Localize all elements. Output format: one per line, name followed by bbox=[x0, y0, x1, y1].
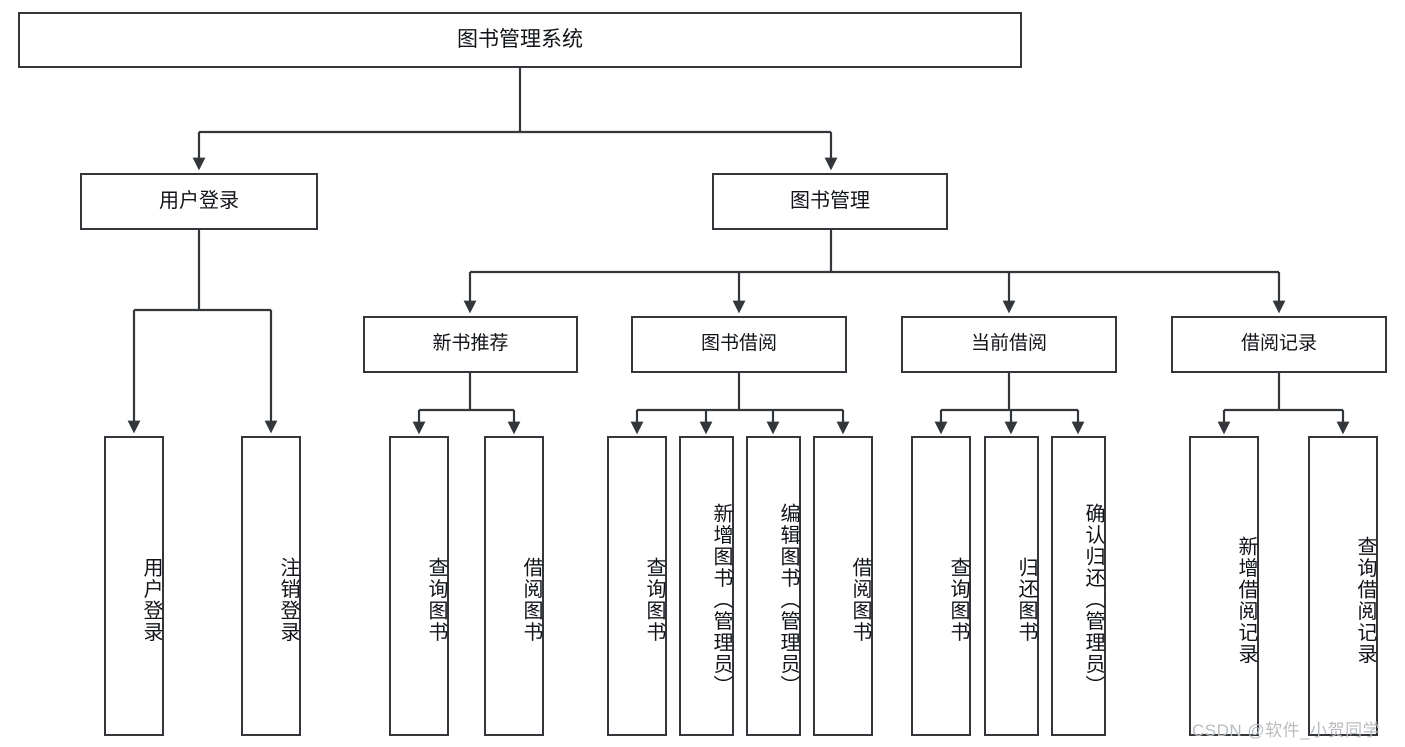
leaf-edit-book-admin[interactable]: 编辑图书（管理员） bbox=[746, 436, 801, 736]
leaf-edit-book-admin-label: 编辑图书（管理员） bbox=[777, 503, 799, 697]
leaf-user-login-label: 用户登录 bbox=[140, 557, 162, 643]
leaf-borrow-book-label: 借阅图书 bbox=[849, 557, 871, 643]
node-new-book-recommend-label: 新书推荐 bbox=[432, 333, 509, 355]
node-current-borrow-label: 当前借阅 bbox=[970, 333, 1047, 355]
leaf-query-book-borrow[interactable]: 查询图书 bbox=[607, 436, 667, 736]
leaf-query-book-newbook-label: 查询图书 bbox=[425, 557, 447, 643]
node-borrow-records-label: 借阅记录 bbox=[1240, 333, 1317, 355]
node-book-borrow[interactable]: 图书借阅 bbox=[631, 316, 847, 373]
leaf-user-login[interactable]: 用户登录 bbox=[104, 436, 164, 736]
node-user-login-label: 用户登录 bbox=[159, 189, 239, 212]
leaf-confirm-return-admin-label: 确认归还（管理员） bbox=[1082, 503, 1104, 697]
leaf-add-book-admin-label: 新增图书（管理员） bbox=[710, 503, 732, 697]
leaf-query-book-current-label: 查询图书 bbox=[947, 557, 969, 643]
leaf-return-book[interactable]: 归还图书 bbox=[984, 436, 1039, 736]
leaf-borrow-book[interactable]: 借阅图书 bbox=[813, 436, 873, 736]
node-book-borrow-label: 图书借阅 bbox=[700, 333, 777, 355]
node-new-book-recommend[interactable]: 新书推荐 bbox=[363, 316, 578, 373]
node-root-label: 图书管理系统 bbox=[457, 27, 583, 51]
leaf-borrow-book-newbook-label: 借阅图书 bbox=[520, 557, 542, 643]
leaf-logout[interactable]: 注销登录 bbox=[241, 436, 301, 736]
leaf-query-book-current[interactable]: 查询图书 bbox=[911, 436, 971, 736]
node-root[interactable]: 图书管理系统 bbox=[18, 12, 1022, 68]
leaf-logout-label: 注销登录 bbox=[277, 557, 299, 643]
node-book-management-label: 图书管理 bbox=[790, 189, 870, 212]
leaf-query-borrow-record[interactable]: 查询借阅记录 bbox=[1308, 436, 1378, 736]
leaf-borrow-book-newbook[interactable]: 借阅图书 bbox=[484, 436, 544, 736]
node-user-login[interactable]: 用户登录 bbox=[80, 173, 318, 230]
leaf-return-book-label: 归还图书 bbox=[1015, 557, 1037, 643]
leaf-query-borrow-record-label: 查询借阅记录 bbox=[1354, 535, 1376, 665]
node-borrow-records[interactable]: 借阅记录 bbox=[1171, 316, 1387, 373]
leaf-query-book-borrow-label: 查询图书 bbox=[643, 557, 665, 643]
leaf-add-borrow-record-label: 新增借阅记录 bbox=[1235, 535, 1257, 665]
leaf-add-borrow-record[interactable]: 新增借阅记录 bbox=[1189, 436, 1259, 736]
csdn-watermark: CSDN @软件_小贺同学 bbox=[1192, 721, 1381, 740]
leaf-confirm-return-admin[interactable]: 确认归还（管理员） bbox=[1051, 436, 1106, 736]
leaf-query-book-newbook[interactable]: 查询图书 bbox=[389, 436, 449, 736]
node-book-management[interactable]: 图书管理 bbox=[712, 173, 948, 230]
leaf-add-book-admin[interactable]: 新增图书（管理员） bbox=[679, 436, 734, 736]
node-current-borrow[interactable]: 当前借阅 bbox=[901, 316, 1117, 373]
